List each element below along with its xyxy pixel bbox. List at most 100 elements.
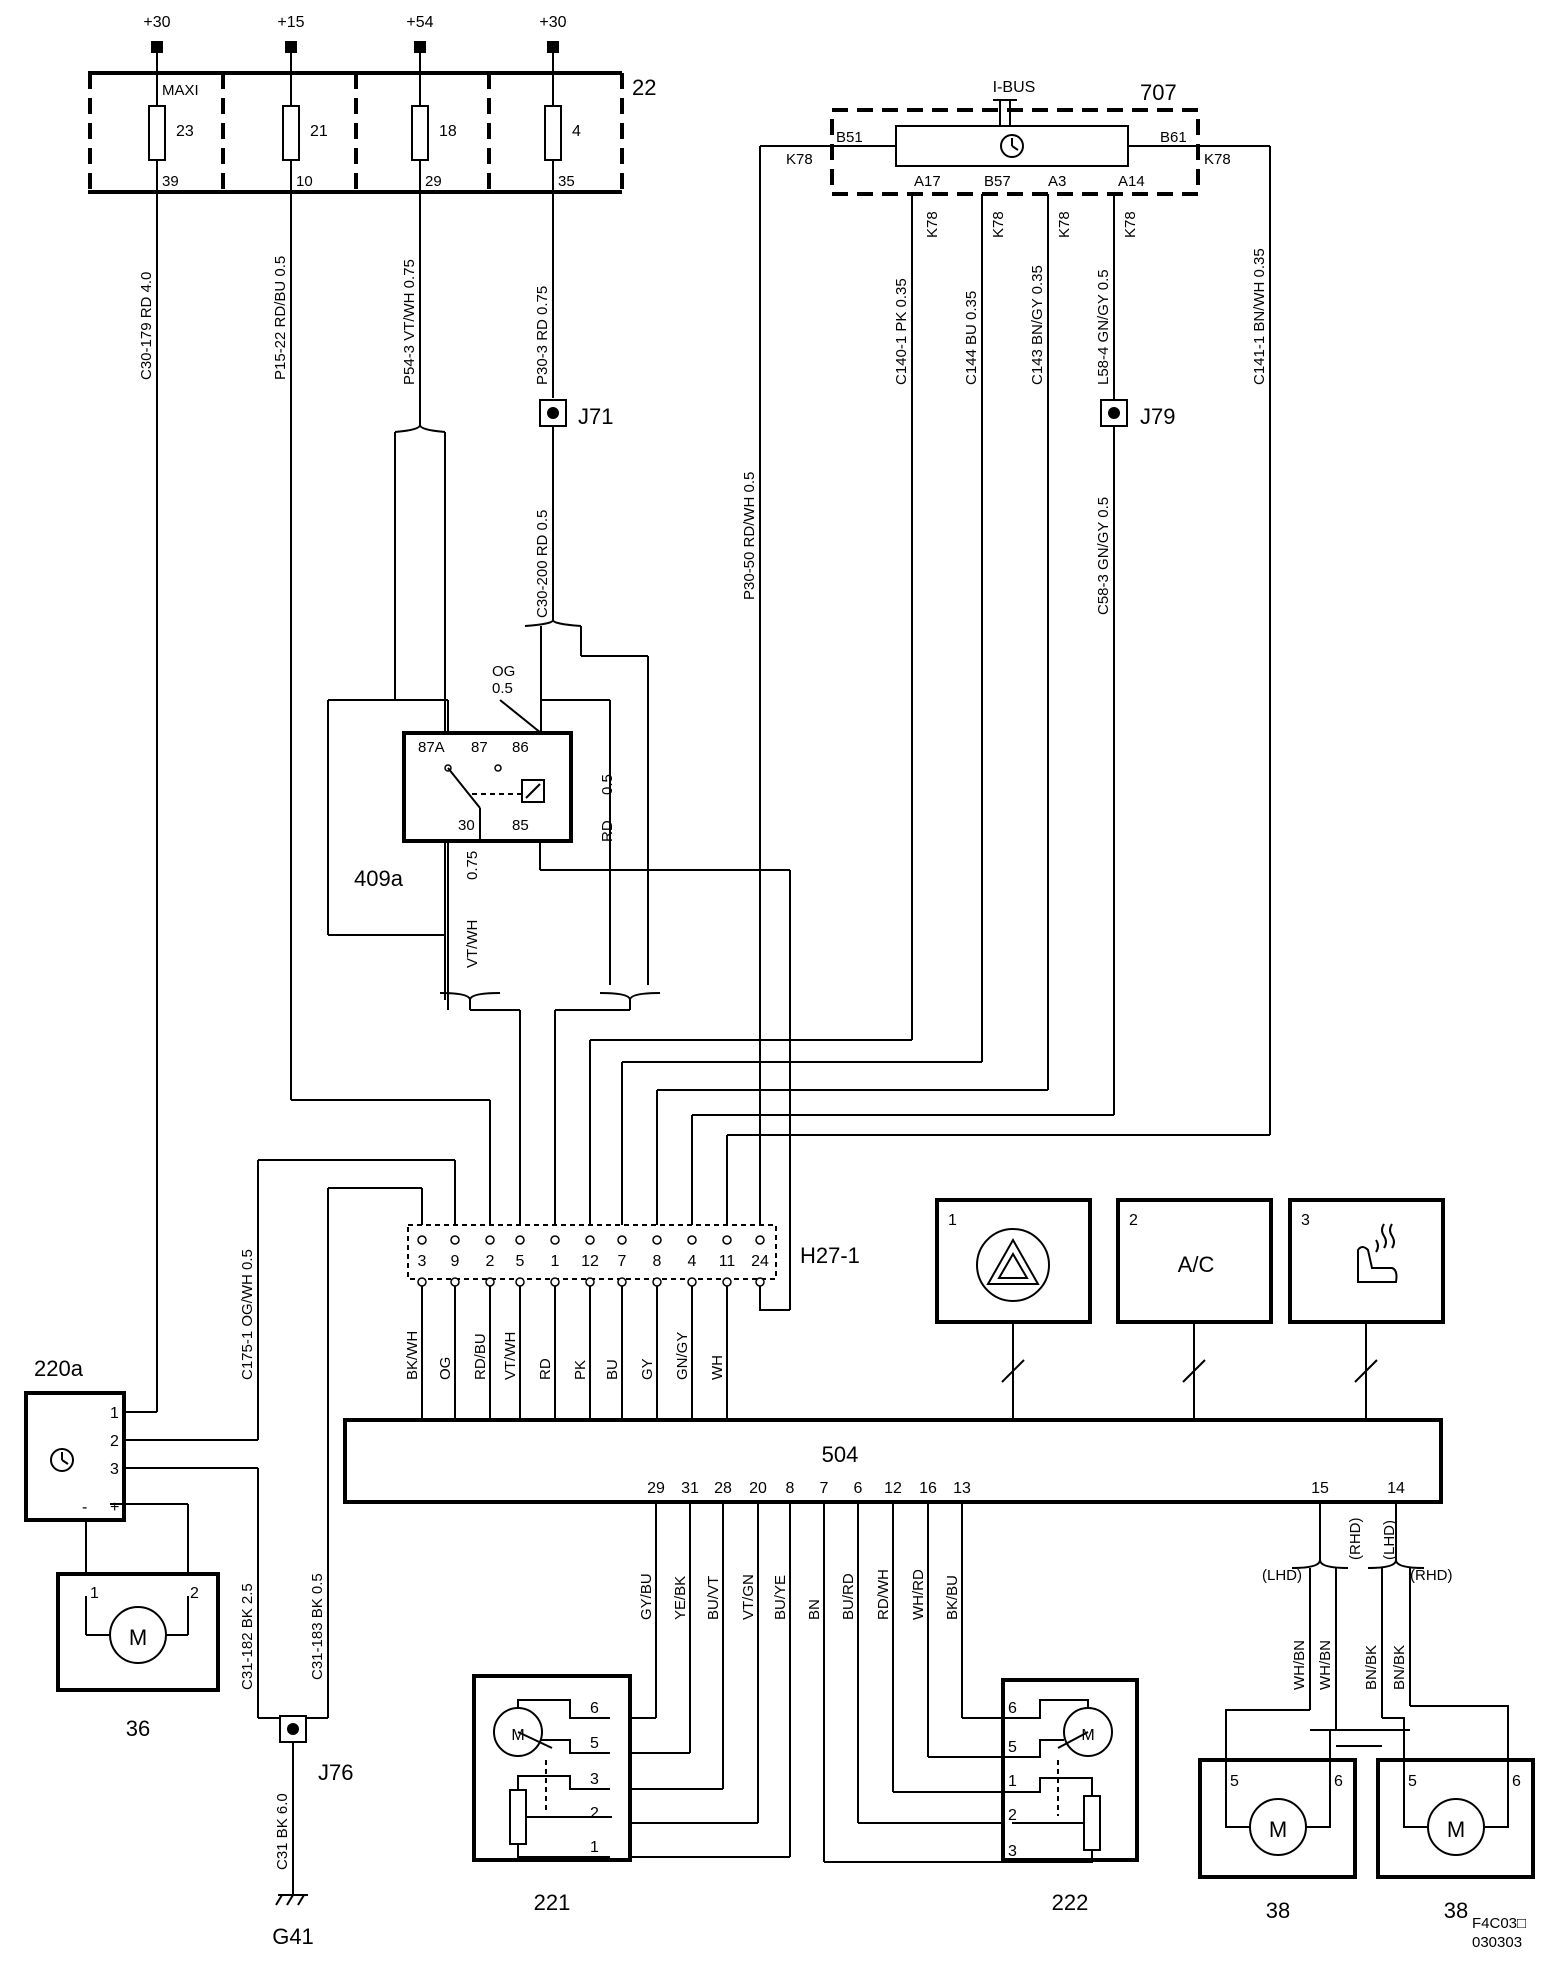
motor-letter: M bbox=[1447, 1817, 1465, 1842]
motor-pin: 1 bbox=[90, 1585, 99, 1602]
h27-pin-socket bbox=[585, 1235, 595, 1245]
rhd-label: (RHD) bbox=[1410, 1567, 1453, 1584]
supply-label: +30 bbox=[539, 14, 566, 31]
wire-label: P54-3 VT/WH 0.75 bbox=[401, 259, 418, 385]
h27-wire-colour: BK/WH bbox=[404, 1331, 421, 1380]
h27-pin-number: 24 bbox=[751, 1253, 769, 1270]
fusebox-22: 22 MAXI 23 21 18 4 39 10 29 35 bbox=[88, 71, 656, 194]
sensor-220a: 220a 1 2 3 - + C175-1 OG/WH 0.5 C31-182 … bbox=[24, 1160, 259, 1718]
h27-wire-colour: BU bbox=[604, 1359, 621, 1380]
wire-label: C30-200 RD 0.5 bbox=[534, 510, 551, 618]
ecu-pin: 14 bbox=[1387, 1480, 1405, 1497]
relay-pin: 85 bbox=[512, 817, 529, 834]
h27-pin-socket bbox=[652, 1235, 662, 1245]
clock-icon bbox=[1000, 134, 1024, 158]
rd-branch: RD 0.5 OG 0.5 bbox=[492, 619, 649, 985]
h27-routing bbox=[258, 1000, 1270, 1311]
h27-pin-socket bbox=[550, 1235, 560, 1245]
actuator-pin: 3 bbox=[590, 1771, 599, 1788]
motor-pin: 6 bbox=[1334, 1773, 1343, 1790]
pin-label: B57 bbox=[984, 173, 1011, 190]
wire-label: OG bbox=[492, 663, 515, 680]
wire-label: C30-179 RD 4.0 bbox=[138, 272, 155, 380]
h27-pin-socket bbox=[755, 1235, 765, 1245]
motor-36: 1 2 M 36 bbox=[56, 1572, 220, 1741]
h27-pin-socket bbox=[722, 1277, 732, 1287]
h27-pin-socket bbox=[585, 1277, 595, 1287]
h27-pin-socket bbox=[550, 1277, 560, 1287]
ecu-bottom-pin: 13 bbox=[953, 1480, 971, 1497]
motor-pin: 2 bbox=[190, 1585, 199, 1602]
supply-label: +30 bbox=[143, 14, 170, 31]
sensor-pin: 1 bbox=[110, 1405, 119, 1422]
clock-icon bbox=[50, 1448, 74, 1472]
fuse-number: 18 bbox=[439, 123, 457, 140]
wire-label: C31 BK 6.0 bbox=[274, 1793, 291, 1870]
connector-label: K78 bbox=[1122, 211, 1139, 238]
lhd-label: (LHD) bbox=[1262, 1567, 1302, 1584]
actuator-pin: 1 bbox=[1008, 1773, 1017, 1790]
relay-409a: 87A 87 86 30 85 409a VT/WH 0.75 bbox=[354, 731, 791, 1310]
fuse-pin: 39 bbox=[162, 173, 179, 190]
ecu-wire-colour: WH/RD bbox=[910, 1569, 927, 1620]
h27-pin-number: 12 bbox=[581, 1253, 599, 1270]
sensor-pin: - bbox=[82, 1499, 87, 1516]
h27-pin-socket bbox=[652, 1277, 662, 1287]
ecu-wire-colour: VT/GN bbox=[740, 1574, 757, 1620]
wire-label: P30-3 RD 0.75 bbox=[534, 286, 551, 385]
switch-panel: 1 2 3 A/C bbox=[935, 1198, 1445, 1420]
rhd-label: (RHD) bbox=[1347, 1518, 1364, 1561]
h27-pin-number: 5 bbox=[516, 1253, 525, 1270]
actuator-pin: 5 bbox=[1008, 1739, 1017, 1756]
connector-label: K78 bbox=[1204, 151, 1231, 168]
h27-pin-socket bbox=[485, 1277, 495, 1287]
lhd-label: (LHD) bbox=[1381, 1520, 1398, 1560]
h27-pin-number: 7 bbox=[618, 1253, 627, 1270]
ecu-wire-colour: RD/WH bbox=[875, 1569, 892, 1620]
fuse-number: 4 bbox=[572, 123, 581, 140]
ecu-wire-colour: YE/BK bbox=[672, 1576, 689, 1620]
fuse-wires: C30-179 RD 4.0 P15-22 RD/BU 0.5 P54-3 VT… bbox=[138, 192, 554, 1405]
junction-label: J71 bbox=[578, 404, 613, 429]
wire-label: C58-3 GN/GY 0.5 bbox=[1095, 497, 1112, 615]
actuator-pin: 6 bbox=[1008, 1700, 1017, 1717]
h27-pin-number: 11 bbox=[719, 1253, 736, 1270]
ecu-pin: 15 bbox=[1311, 1480, 1329, 1497]
wire-label: WH/BN bbox=[1291, 1640, 1308, 1690]
h27-pin-number: 9 bbox=[451, 1253, 460, 1270]
motor-id: 38 bbox=[1444, 1898, 1468, 1923]
module-wires: P30-50 RD/WH 0.5 C140-1 PK 0.35 C144 BU … bbox=[741, 145, 1271, 1310]
actuator-pin: 6 bbox=[590, 1700, 599, 1717]
ecu-bottom-pin: 28 bbox=[714, 1480, 732, 1497]
pin-label: B51 bbox=[836, 129, 863, 146]
junction-label: J79 bbox=[1140, 404, 1175, 429]
switch-number: 3 bbox=[1301, 1212, 1310, 1229]
h27-wire-colour: VT/WH bbox=[502, 1332, 519, 1380]
h27-pin-socket bbox=[450, 1235, 460, 1245]
h27-pin-socket bbox=[417, 1277, 427, 1287]
wire-label: C144 BU 0.35 bbox=[963, 291, 980, 385]
h27-wire-colour: OG bbox=[437, 1357, 454, 1380]
wire-label: C31-183 BK 0.5 bbox=[309, 1573, 326, 1680]
wire-label: C143 BN/GY 0.35 bbox=[1029, 265, 1046, 385]
actuator-id: 221 bbox=[534, 1890, 571, 1915]
h27-pin-number: 3 bbox=[418, 1253, 427, 1270]
actuator-pin: 2 bbox=[590, 1805, 599, 1822]
sensor-pin: 2 bbox=[110, 1433, 119, 1450]
h27-pin-socket bbox=[755, 1277, 765, 1287]
ecu-wire-colour: BN bbox=[806, 1599, 823, 1620]
relay-pin: 87 bbox=[471, 739, 488, 756]
junction-j76: C31-183 BK 0.5 J76 C31 BK 6.0 G41 bbox=[258, 1188, 353, 1949]
h27-pin-socket bbox=[617, 1235, 627, 1245]
wire-label: 0.5 bbox=[492, 680, 513, 697]
connector-label: K78 bbox=[1056, 211, 1073, 238]
wire-label: C140-1 PK 0.35 bbox=[893, 278, 910, 385]
junction-j71: J71 C30-200 RD 0.5 bbox=[534, 399, 613, 620]
relay-pin: 86 bbox=[512, 739, 529, 756]
h27-pin-number: 4 bbox=[688, 1253, 697, 1270]
ecu-wire-colour: BU/VT bbox=[705, 1576, 722, 1620]
h27-wire-colour: GN/GY bbox=[674, 1332, 691, 1380]
maxi-label: MAXI bbox=[162, 82, 199, 99]
pin-label: A17 bbox=[914, 173, 941, 190]
